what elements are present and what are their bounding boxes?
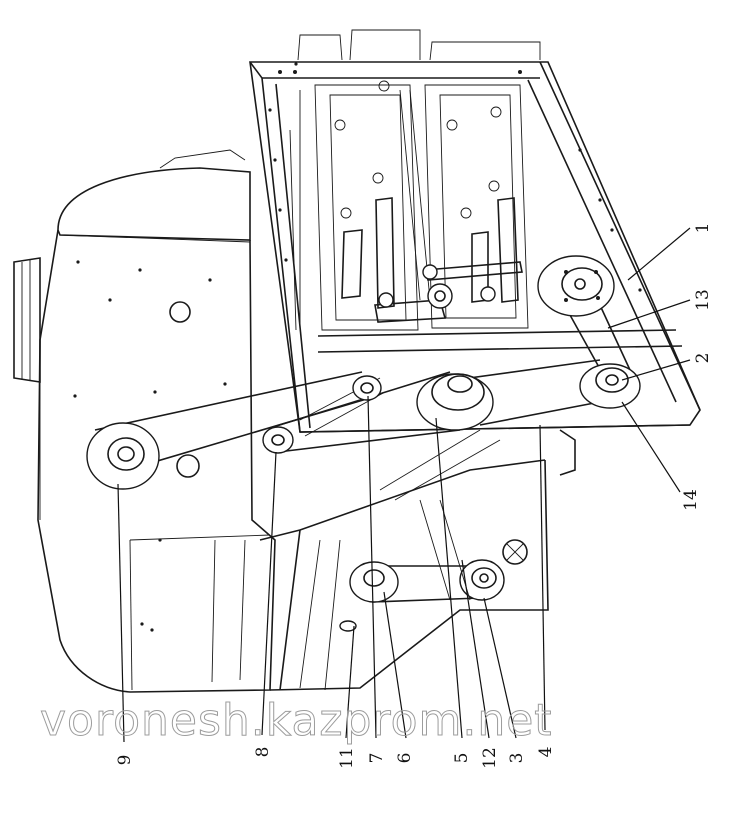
pulleys <box>86 255 641 603</box>
callout-3: 3 <box>507 753 527 764</box>
callout-6: 6 <box>395 753 415 764</box>
callout-labels: 1 13 2 14 4 3 12 5 6 7 11 8 9 <box>115 223 713 769</box>
callout-12: 12 <box>480 747 500 769</box>
watermark-text: voronesh.kazprom.net <box>40 695 553 746</box>
callout-2: 2 <box>693 353 713 364</box>
main-frame <box>249 29 701 433</box>
callout-8: 8 <box>253 747 273 758</box>
callout-1: 1 <box>693 223 713 234</box>
machine-body <box>13 29 701 693</box>
callout-4: 4 <box>536 747 556 758</box>
callout-7: 7 <box>367 753 387 764</box>
leader-lines <box>117 227 691 743</box>
callout-13: 13 <box>693 289 713 311</box>
lower-chute <box>259 429 576 691</box>
callout-11: 11 <box>337 747 357 769</box>
eccentric-rods <box>341 197 523 323</box>
callout-9: 9 <box>115 755 135 766</box>
drive-belts <box>94 261 631 603</box>
tank-housing <box>13 149 276 693</box>
callout-14: 14 <box>681 489 701 511</box>
callout-5: 5 <box>452 753 472 764</box>
